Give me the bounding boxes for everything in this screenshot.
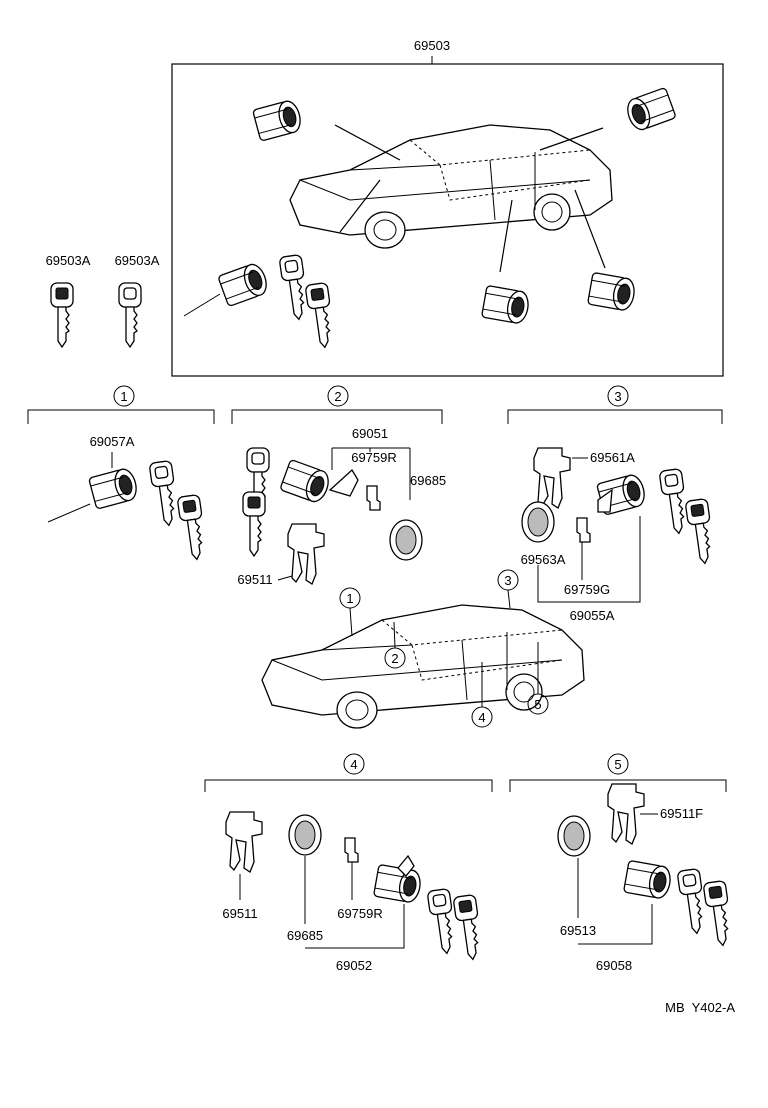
section-1-number: 1 [120,389,127,404]
callout-4: 4 [471,662,493,728]
key-top-1 [278,253,311,322]
retainer-69511F [607,783,645,845]
part-69759G-label: 69759G [564,582,610,597]
trunk-cylinder-top [586,271,638,313]
assembly-frame [171,63,724,377]
key-section-4-a [426,887,459,956]
diagram-code: MB Y402-A [665,1000,735,1015]
assembly-label: 69503 [414,38,450,53]
key-section-5-a [676,867,709,936]
key-section-5-b [702,879,735,948]
clip-69759G [576,517,591,543]
section-3-number: 3 [614,389,621,404]
callout-3: 3 [497,569,519,609]
retainer-69511 [287,523,325,585]
key-label-1: 69503A [46,253,91,268]
door-cylinder-section-2 [279,458,333,506]
svg-text:1: 1 [346,591,353,606]
part-69051-label: 69051 [352,426,388,441]
pad-69563A [521,501,555,543]
key-section-4-b [452,893,485,962]
door-cylinder-section-5 [622,859,674,901]
part-69685-label: 69685 [410,473,446,488]
key-top-2 [304,281,337,350]
callout-1: 1 [339,587,361,637]
part-69513-label: 69513 [560,923,596,938]
ignition-cylinder-top [217,260,271,308]
key-item-2: 69503A [115,253,160,348]
pad-69513 [557,815,591,857]
assembly-group: 69503 [171,38,724,377]
part-69685-b-label: 69685 [287,928,323,943]
car-illustration-top [289,124,613,249]
door-cylinder-section-4 [372,863,424,905]
part-69057A-label: 69057A [90,434,135,449]
key-section-3-b [684,497,717,566]
part-69511-label: 69511 [237,572,272,587]
ignition-cylinder [87,466,141,510]
svg-text:4: 4 [478,710,485,725]
retainer-69511-b [225,811,263,873]
part-69058-label: 69058 [596,958,632,973]
section-5: 5 69511F 69513 69058 [509,753,735,973]
section-2: 2 69051 69759R 69685 69511 [231,385,446,587]
retainer-69561A [533,447,571,509]
part-69563A-label: 69563A [521,552,566,567]
part-69561A-label: 69561A [590,450,635,465]
key-item-1: 69503A [46,253,91,348]
part-69055A-label: 69055A [570,608,615,623]
pad-69685 [389,519,423,561]
door-cylinder-top-right [623,86,677,134]
svg-text:3: 3 [504,573,511,588]
key-label-2: 69503A [115,253,160,268]
part-69052-label: 69052 [336,958,372,973]
key-section-1-b [176,493,209,562]
section-3: 3 69561A 69563A 69759G 69055A [507,385,723,623]
clip-69759R [366,485,381,511]
svg-text:2: 2 [391,651,398,666]
part-69511-b-label: 69511 [222,906,257,921]
part-69511F-label: 69511F [660,806,703,821]
key-section-2-b [242,491,266,557]
door-cylinder-top-mid [480,284,532,326]
section-1: 1 69057A [27,385,215,562]
part-69759R-b-label: 69759R [337,906,383,921]
pad-69685-b [288,814,322,856]
callout-2: 2 [384,621,406,669]
callout-5: 5 [527,642,549,715]
door-cylinder-top-left [251,98,305,142]
part-69759R-label: 69759R [351,450,397,465]
key-section-1-a [148,459,181,528]
section-4: 4 69511 69685 69759R 69052 [204,753,493,973]
svg-text:5: 5 [534,697,541,712]
section-2-number: 2 [334,389,341,404]
section-4-number: 4 [350,757,357,772]
section-5-number: 5 [614,757,621,772]
key-section-3-a [658,467,691,536]
clip-69759R-b [344,837,359,863]
